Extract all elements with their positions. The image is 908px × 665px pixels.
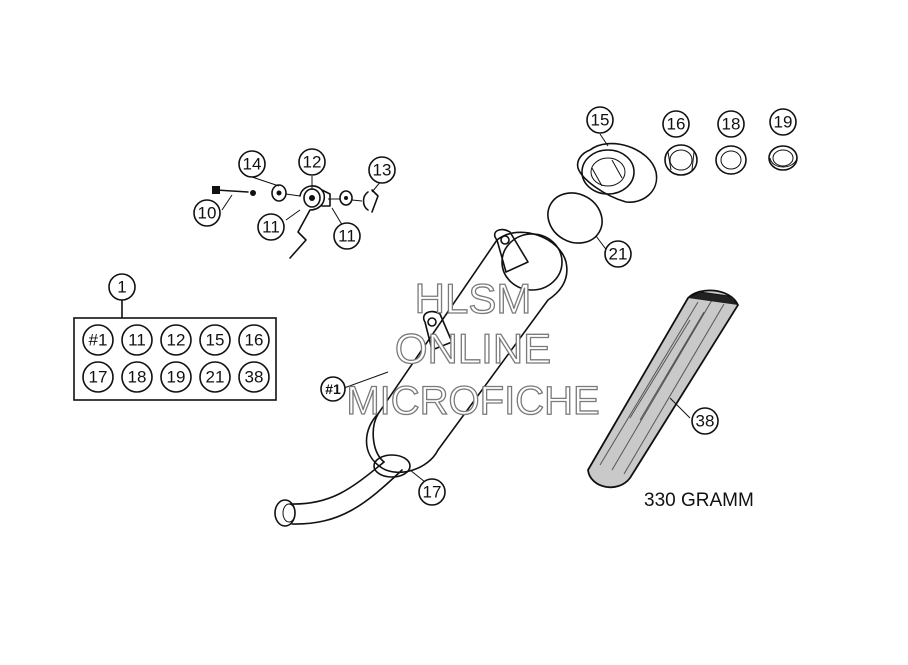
ring-16 bbox=[664, 144, 698, 176]
watermark: HLSM ONLINE MICROFICHE bbox=[346, 274, 601, 423]
kit-item: 19 bbox=[160, 361, 192, 393]
kit-item: #1 bbox=[82, 324, 114, 356]
svg-text:19: 19 bbox=[774, 113, 793, 132]
svg-text:1: 1 bbox=[117, 278, 126, 297]
kit-item-label: 11 bbox=[128, 331, 146, 350]
callout-set-1: #1 bbox=[320, 376, 346, 402]
svg-text:17: 17 bbox=[423, 483, 442, 502]
svg-text:ONLINE: ONLINE bbox=[395, 325, 551, 372]
kit-item-label: 21 bbox=[206, 368, 225, 387]
bolt bbox=[212, 186, 256, 196]
muffler-body bbox=[274, 228, 568, 527]
kit-item: 11 bbox=[121, 324, 153, 356]
callout-18: 18 bbox=[717, 110, 745, 138]
callout-13: 13 bbox=[368, 156, 396, 184]
svg-text:18: 18 bbox=[722, 115, 741, 134]
kit-item: 38 bbox=[238, 361, 270, 393]
svg-text:#1: #1 bbox=[325, 381, 341, 397]
svg-text:HLSM: HLSM bbox=[415, 275, 532, 322]
kit-item: 15 bbox=[199, 324, 231, 356]
kit-item-label: 19 bbox=[167, 368, 186, 387]
svg-text:MICROFICHE: MICROFICHE bbox=[346, 379, 599, 423]
callout-12: 12 bbox=[298, 148, 326, 176]
callout-38: 38 bbox=[691, 407, 719, 435]
svg-text:13: 13 bbox=[373, 161, 392, 180]
svg-text:10: 10 bbox=[198, 204, 217, 223]
callout-17: 17 bbox=[418, 478, 446, 506]
kit-item: 12 bbox=[160, 324, 192, 356]
kit-item: 17 bbox=[82, 361, 114, 393]
svg-text:11: 11 bbox=[338, 227, 356, 246]
kit-item-label: 16 bbox=[245, 331, 264, 350]
svg-text:12: 12 bbox=[303, 153, 322, 172]
svg-text:21: 21 bbox=[609, 245, 628, 264]
svg-text:38: 38 bbox=[696, 412, 715, 431]
callout-19: 19 bbox=[769, 108, 797, 136]
svg-text:11: 11 bbox=[262, 218, 280, 237]
packing-wool bbox=[587, 289, 740, 489]
callout-11-right: 11 bbox=[333, 222, 361, 250]
kit-item-label: 38 bbox=[245, 368, 264, 387]
clip-nut bbox=[362, 189, 379, 213]
mount-bracket bbox=[289, 185, 331, 259]
callout-10: 10 bbox=[193, 199, 221, 227]
callout-14: 14 bbox=[238, 150, 266, 178]
kit-item-label: 18 bbox=[128, 368, 147, 387]
gasket-ring bbox=[547, 192, 603, 244]
svg-text:14: 14 bbox=[243, 155, 262, 174]
kit-item-label: 17 bbox=[89, 368, 108, 387]
kit-item: 21 bbox=[199, 361, 231, 393]
callout-1: 1 bbox=[108, 273, 136, 301]
end-cap bbox=[576, 142, 658, 203]
kit-item-label: #1 bbox=[89, 331, 108, 350]
kit-item-label: 15 bbox=[206, 331, 225, 350]
ring-19 bbox=[768, 145, 798, 171]
svg-text:16: 16 bbox=[667, 115, 686, 134]
callout-11-left: 11 bbox=[257, 213, 285, 241]
callout-15: 15 bbox=[586, 106, 614, 134]
weight-note: 330 GRAMM bbox=[644, 490, 754, 511]
washers bbox=[271, 184, 353, 206]
callout-16: 16 bbox=[662, 110, 690, 138]
callout-21: 21 bbox=[604, 240, 632, 268]
svg-text:15: 15 bbox=[591, 111, 610, 130]
kit-item-label: 12 bbox=[167, 331, 186, 350]
kit-item: 16 bbox=[238, 324, 270, 356]
ring-18 bbox=[715, 145, 747, 175]
kit-item: 18 bbox=[121, 361, 153, 393]
